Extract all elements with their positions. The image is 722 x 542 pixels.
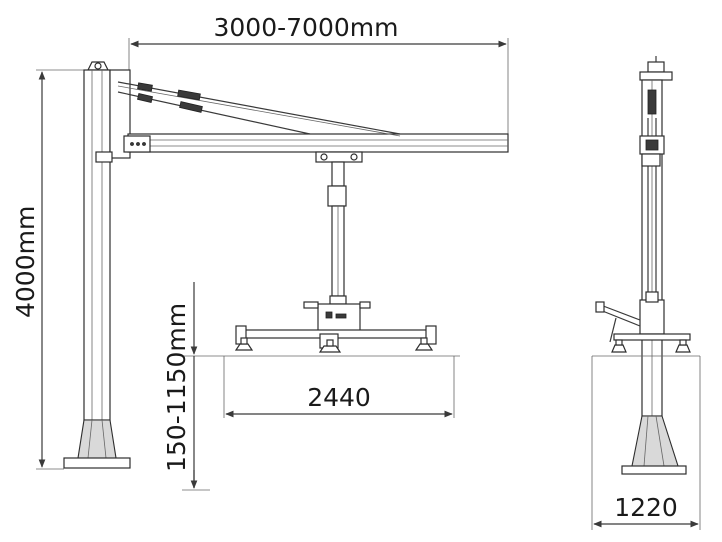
dimension-base-width: 1220 [591,355,701,530]
vacuum-lifter [234,301,437,353]
dimension-lift-range: 150-1150mm [162,282,460,491]
arm-length-label: 3000-7000mm [214,13,399,42]
crane-front-view [595,56,691,475]
dimension-arm-length: 3000-7000mm [128,13,509,150]
frame-width-label: 2440 [307,383,371,412]
base-width-label: 1220 [614,493,678,522]
hoist-trolley [315,151,363,305]
dimension-height: 4000mm [11,69,84,470]
lift-range-label: 150-1150mm [162,303,191,472]
crane-column [63,61,131,469]
height-label: 4000mm [11,206,40,318]
boom-arm [95,69,509,163]
dimension-frame-width: 2440 [223,356,455,418]
